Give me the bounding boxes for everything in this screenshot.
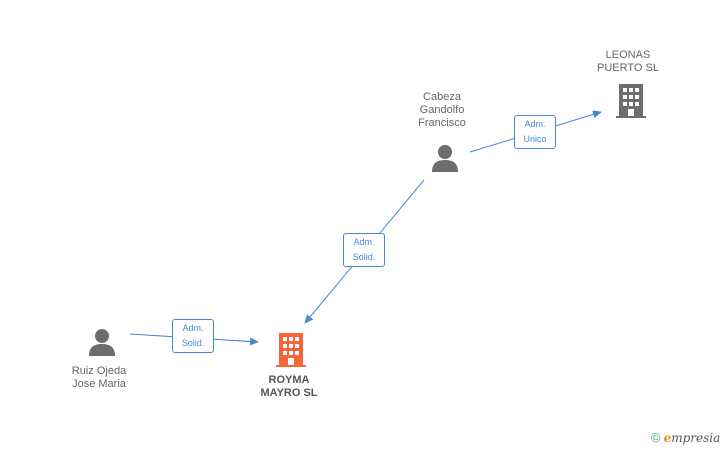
node-leonas-line-2: PUERTO SL (597, 62, 659, 74)
person-icon[interactable] (430, 144, 460, 174)
edge-label-line-1: Adm. (524, 119, 546, 129)
edge-label-line-1: Adm. (353, 237, 375, 247)
node-cabeza-line-1: Cabeza (423, 91, 461, 103)
edge-label-cabeza-leonas: Adm. Unico (514, 115, 556, 149)
edge-label-line-2: Solid. (181, 338, 205, 348)
logo-name: mpresia (671, 431, 721, 445)
node-ruiz-line-2: Jose Maria (72, 378, 126, 390)
person-icon[interactable] (87, 328, 117, 358)
edge-label-ruiz-royma: Adm. Solid. (172, 319, 214, 353)
node-cabeza-line-2: Gandolfo (419, 104, 465, 116)
node-leonas-line-1: LEONAS (605, 49, 651, 61)
node-cabeza-line-3: Francisco (418, 117, 466, 129)
node-ruiz-line-1: Ruiz Ojeda (71, 365, 127, 377)
node-royma-label: ROYMA MAYRO SL (249, 374, 329, 400)
building-icon-highlight[interactable] (275, 333, 307, 367)
copyright-symbol: © (651, 430, 661, 445)
logo-initial: e (663, 431, 672, 445)
node-cabeza-label: Cabeza Gandolfo Francisco (402, 91, 482, 130)
edge-label-line-2: Solid. (352, 252, 376, 262)
building-icon[interactable] (615, 84, 647, 118)
edge-label-line-1: Adm. (182, 323, 204, 333)
empresia-logo: ©empresia (651, 430, 720, 445)
node-royma-line-1: ROYMA (268, 374, 310, 386)
node-ruiz-label: Ruiz Ojeda Jose Maria (59, 365, 139, 391)
edge-label-cabeza-royma: Adm. Solid. (343, 233, 385, 267)
edge-label-line-2: Unico (523, 134, 547, 144)
node-royma-line-2: MAYRO SL (260, 387, 318, 399)
node-leonas-label: LEONAS PUERTO SL (588, 49, 668, 75)
